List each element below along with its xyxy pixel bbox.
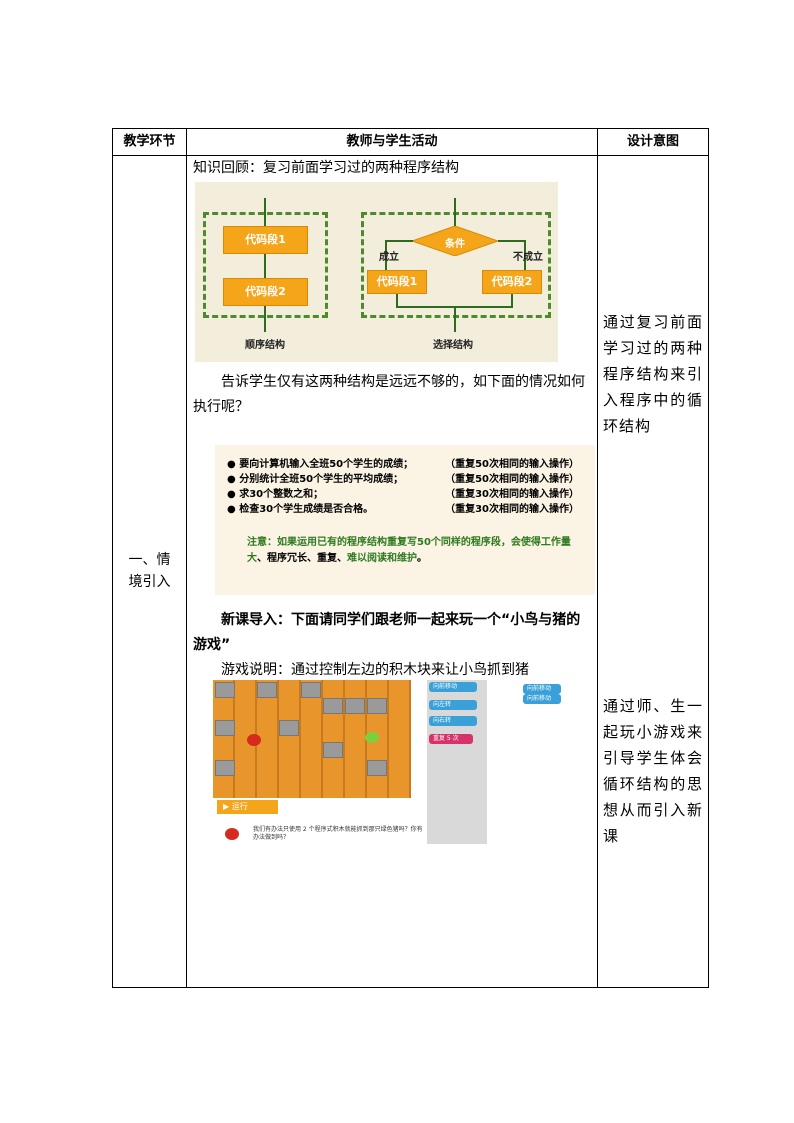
arrow-icon bbox=[454, 198, 456, 228]
game-board: ▶ 运行 bbox=[213, 680, 411, 814]
arrow-icon bbox=[264, 254, 266, 278]
design-intent-2: 通过师、生一起玩小游戏来引导学生体会循环结构的思想从而引入新课 bbox=[603, 697, 703, 845]
lesson-plan-table: 教学环节 教师与学生活动 设计意图 一、情境引入 知识回顾：复习前面学习过的两种… bbox=[112, 128, 709, 988]
code-block[interactable]: 向右转 bbox=[429, 716, 477, 726]
arrow-icon bbox=[498, 240, 526, 242]
yes-label: 成立 bbox=[379, 252, 399, 263]
block-palette: 向前移动 向左转 向右转 重复 5 次 bbox=[427, 680, 487, 844]
arrow-icon bbox=[511, 294, 513, 306]
repetition-examples-image: ● 要向计算机输入全班50个学生的成绩；（重复50次相同的输入操作） ● 分别统… bbox=[215, 445, 595, 595]
game-description: 游戏说明：通过控制左边的积木块来让小鸟抓到猪 bbox=[221, 662, 529, 678]
bullet-item: ● 检查30个学生成绩是否合格。（重复30次相同的输入操作） bbox=[227, 504, 579, 515]
activities-cell: 知识回顾：复习前面学习过的两种程序结构 代码段1 代码段2 顺序结构 条件 成立… bbox=[187, 156, 596, 987]
seq-block-1: 代码段1 bbox=[223, 226, 308, 254]
selection-caption: 选择结构 bbox=[433, 340, 473, 351]
arrow-icon bbox=[385, 240, 413, 242]
code-block[interactable]: 向左转 bbox=[429, 700, 477, 710]
repetition-note: 注意：如果运用已有的程序结构重复写50个同样的程序段，会使得工作量大、程序冗长、… bbox=[247, 537, 571, 564]
run-button[interactable]: ▶ 运行 bbox=[217, 800, 278, 814]
sel-block-2: 代码段2 bbox=[482, 270, 542, 294]
bullet-item: ● 分别统计全班50个学生的平均成绩；（重复50次相同的输入操作） bbox=[227, 474, 579, 485]
pig-icon bbox=[365, 732, 379, 743]
sequence-caption: 顺序结构 bbox=[245, 340, 285, 351]
bird-pig-game-screenshot: ▶ 运行 向前移动 向左转 向右转 重复 5 次 向前移动 向前移动 我们有办法… bbox=[213, 680, 577, 844]
selection-frame bbox=[361, 212, 551, 318]
stage-label: 一、情境引入 bbox=[128, 552, 171, 590]
column-divider bbox=[597, 129, 598, 987]
header-divider bbox=[113, 155, 708, 156]
column-divider bbox=[186, 129, 187, 987]
design-intent-1: 通过复习前面学习过的两种程序结构来引入程序中的循环结构 bbox=[603, 313, 703, 435]
bird-avatar-icon bbox=[225, 828, 239, 840]
bullet-item: ● 要向计算机输入全班50个学生的成绩；（重复50次相同的输入操作） bbox=[227, 459, 579, 470]
review-heading: 知识回顾：复习前面学习过的两种程序结构 bbox=[193, 160, 459, 176]
arrow-icon bbox=[454, 306, 456, 332]
code-block[interactable]: 向前移动 bbox=[429, 682, 477, 692]
game-caption: 我们有办法只使用 2 个程序式积木就能抓到那只绿色猪吗？你有办法做到吗？ bbox=[253, 826, 423, 841]
arrow-icon bbox=[264, 198, 266, 226]
condition-label: 条件 bbox=[445, 239, 465, 250]
header-activities: 教师与学生活动 bbox=[346, 134, 438, 149]
arrow-icon bbox=[264, 306, 266, 332]
no-label: 不成立 bbox=[513, 252, 543, 263]
seq-block-2: 代码段2 bbox=[223, 278, 308, 306]
sel-block-1: 代码段1 bbox=[367, 270, 427, 294]
arrow-icon bbox=[524, 240, 526, 270]
bullet-item: ● 求30个整数之和；（重复30次相同的输入操作） bbox=[227, 489, 579, 500]
tell-students: 告诉学生仅有这两种结构是远远不够的，如下面的情况如何执行呢？ bbox=[193, 374, 585, 415]
bird-icon bbox=[247, 734, 261, 746]
header-stage: 教学环节 bbox=[123, 134, 176, 149]
condition-diamond bbox=[412, 226, 498, 256]
code-block[interactable]: 向前移动 bbox=[523, 694, 561, 704]
new-lesson-intro: 新课导入：下面请同学们跟老师一起来玩一个“小鸟与猪的游戏” bbox=[193, 612, 581, 653]
arrow-icon bbox=[396, 294, 398, 306]
header-design-intent: 设计意图 bbox=[626, 134, 679, 149]
structure-flowchart: 代码段1 代码段2 顺序结构 条件 成立 不成立 代码段1 代码段2 选择 bbox=[195, 182, 558, 362]
arrow-icon bbox=[385, 240, 387, 270]
code-block[interactable]: 向前移动 bbox=[523, 684, 561, 694]
repeat-block[interactable]: 重复 5 次 bbox=[429, 734, 473, 744]
